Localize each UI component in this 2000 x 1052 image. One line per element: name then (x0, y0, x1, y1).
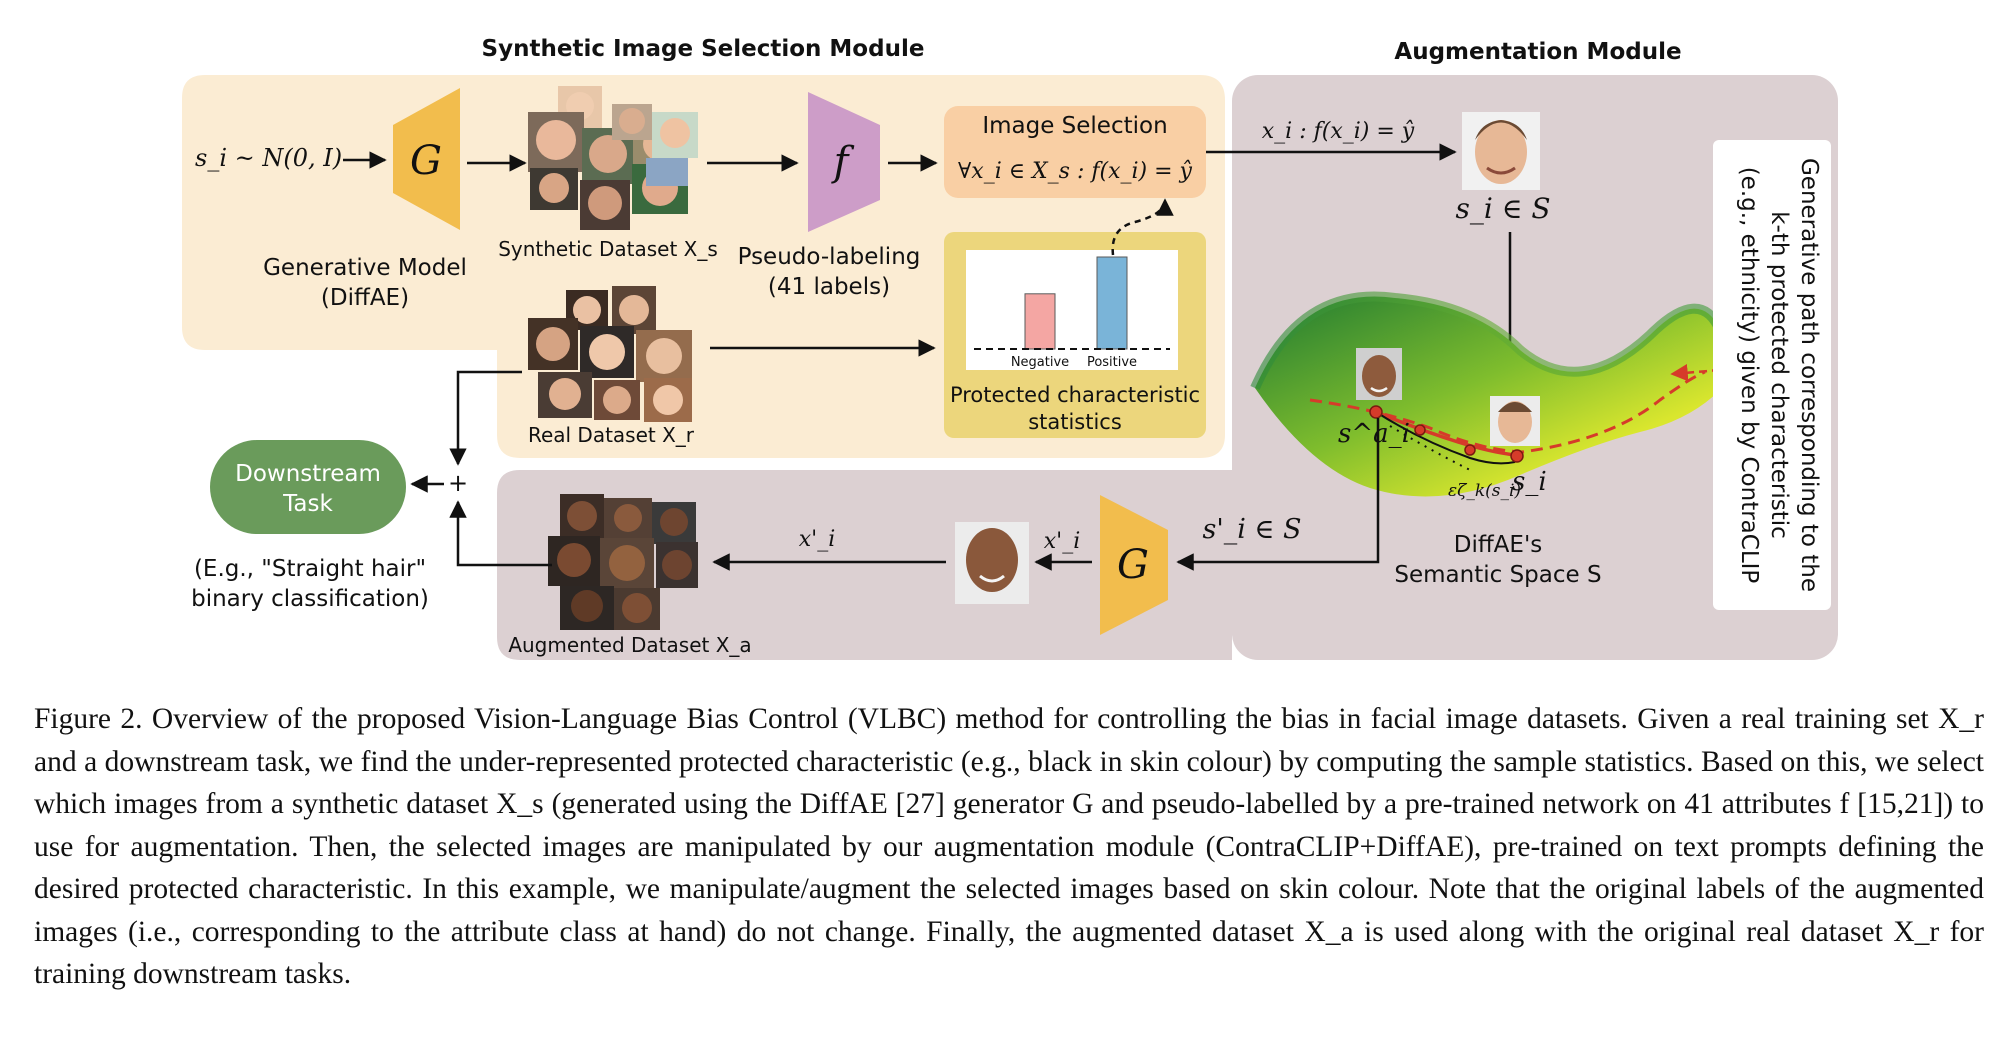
noise-label: s_i ~ N(0, I) (195, 144, 342, 172)
arrow-side-to-path (1670, 363, 1721, 382)
epsilon-dotted-line (1389, 425, 1471, 471)
side-text-group: Generative path corresponding to the k-t… (1736, 158, 1822, 592)
caption-line-3: by computing the sample statistics. Base… (34, 745, 1985, 821)
epsilon-label: εζ_k(s_i) (1448, 481, 1521, 501)
line-real-to-combine (449, 370, 522, 466)
generator-bottom (1100, 495, 1168, 635)
x-prime-top-label: x'_i (799, 527, 836, 552)
real-dataset-label: Real Dataset X_r (528, 423, 695, 447)
point-mid-1 (1414, 424, 1426, 436)
point-s-i (1510, 449, 1524, 463)
generative-model-sub: (DiffAE) (321, 285, 409, 311)
s-a-label: s^a_i (1338, 419, 1410, 449)
stats-legend-positive: Positive (1087, 355, 1137, 370)
arrow-space-to-generator (1176, 418, 1380, 571)
caption-line-6: In this example, we manipulate/augment t… (34, 873, 1985, 948)
latent-in-space-label: s_i ∈ S (1455, 192, 1550, 225)
classifier (808, 92, 880, 232)
stats-bar-positive (1096, 256, 1128, 350)
selection-module-title: Synthetic Image Selection Module (482, 36, 925, 62)
side-text-line-1: Generative path corresponding to the (1796, 158, 1822, 592)
semantic-space-sub: Semantic Space S (1394, 562, 1601, 588)
stats-bar-group (1024, 256, 1128, 350)
line-augmented-to-combine (449, 500, 552, 567)
augmented-dataset-collage (548, 494, 698, 630)
figure-caption: Figure 2. Overview of the proposed Visio… (34, 698, 1984, 996)
combine-plus: + (448, 469, 468, 497)
synthetic-dataset-collage (528, 86, 698, 230)
selected-face (1462, 112, 1540, 190)
generative-model-label: Generative Model (263, 255, 467, 281)
face-on-space-left (1356, 348, 1402, 400)
image-selection-box (944, 106, 1206, 198)
caption-line-4: generator G and pseudo-labelled by a pre… (34, 788, 1984, 863)
augmentation-module-title: Augmentation Module (1394, 39, 1681, 65)
stats-legend-negative: Negative (1011, 355, 1069, 370)
x-prime-mid-label: x'_i (1044, 529, 1081, 554)
selected-condition-label: x_i : f(x_i) = ŷ (1262, 119, 1415, 144)
caption-line-8: dataset X_r for training downstream task… (34, 915, 1984, 991)
vlbc-overview-diagram: Synthetic Image Selection Module Augment… (182, 36, 1838, 660)
downstream-example: (E.g., "Straight hair" (194, 556, 426, 582)
caption-line-1: Figure 2. Overview of the proposed Visio… (34, 703, 1628, 735)
stats-title-sub: statistics (1028, 410, 1122, 434)
synthetic-dataset-label: Synthetic Dataset X_s (498, 237, 718, 261)
downstream-task-box (210, 440, 406, 534)
s-prime-label: s'_i ∈ S (1202, 514, 1301, 545)
arrow-stats-to-selection (1111, 198, 1174, 256)
generator-top (393, 88, 460, 230)
semantic-space-label: DiffAE's (1454, 532, 1543, 558)
image-selection-title: Image Selection (982, 113, 1167, 139)
side-text-line-2: k-th protected characteristic (1766, 211, 1792, 539)
semantic-space-ridge (1250, 291, 1725, 391)
downstream-task-label: Downstream (235, 461, 381, 487)
stats-chart-area (966, 250, 1178, 370)
downstream-task-sub: Task (282, 491, 333, 517)
image-selection-condition: ∀x_i ∈ X_s : f(x_i) = ŷ (958, 159, 1193, 184)
manipulation-path (1375, 410, 1516, 457)
stats-bar-negative (1024, 293, 1056, 350)
epsilon-step-line (1375, 411, 1516, 465)
side-text-line-3: (e.g., ethnicity) given by ContraCLIP (1736, 167, 1762, 584)
stats-title: Protected characteristic (950, 383, 1200, 407)
pseudo-labeling-sub: (41 labels) (768, 274, 890, 300)
real-dataset-collage (528, 286, 692, 422)
s-i-label: s_i (1512, 467, 1547, 497)
semantic-space-surface (1255, 296, 1720, 497)
caption-line-5: manipulated by our augmentation module (… (34, 830, 1984, 906)
side-text-box (1713, 140, 1831, 610)
caption-line-2: Given a real training set X_r and a down… (34, 703, 1985, 778)
point-s-a (1369, 405, 1383, 419)
pseudo-labeling-label: Pseudo-labeling (738, 244, 921, 270)
caption-line-7: (i.e., corresponding to the attribute cl… (128, 915, 1791, 948)
augmented-dataset-label: Augmented Dataset X_a (508, 633, 751, 657)
augmented-face (955, 522, 1029, 604)
face-on-space-right (1490, 396, 1540, 446)
downstream-example-sub: binary classification) (191, 586, 429, 612)
generator-bottom-symbol: G (1117, 542, 1149, 588)
point-mid-2 (1464, 444, 1476, 456)
generator-top-symbol: G (410, 138, 442, 184)
